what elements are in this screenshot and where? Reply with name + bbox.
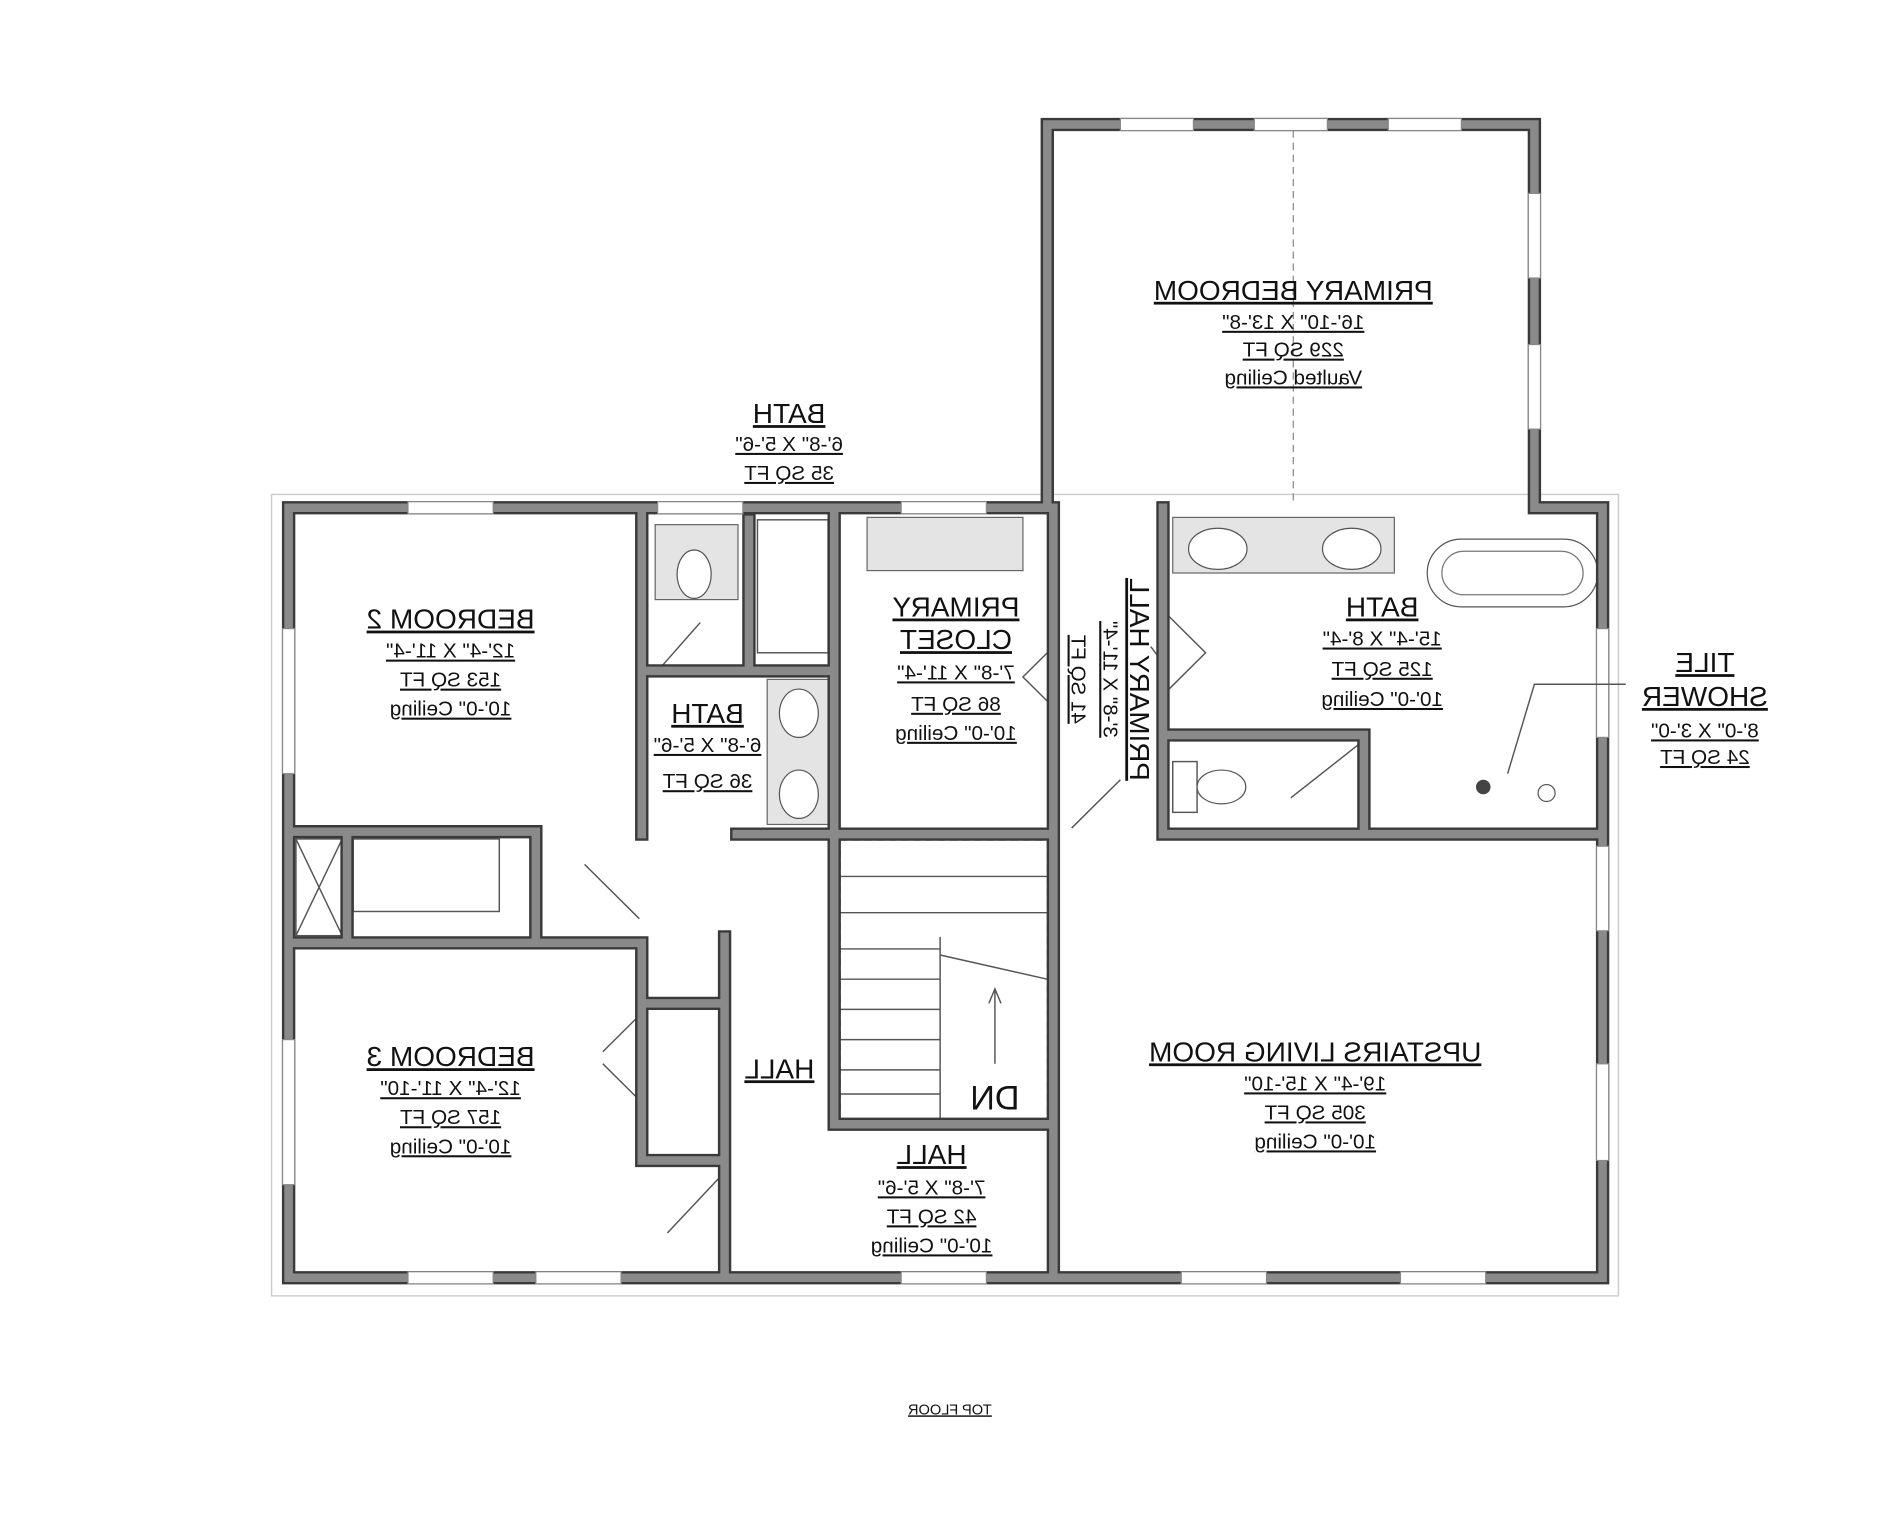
room-name: BEDROOM 2 (367, 604, 535, 635)
room-area: 157 SQ FT (400, 1106, 502, 1129)
room-dims: 6'-8" X 5'-6" (654, 734, 762, 757)
stair-direction: DN (970, 1080, 1019, 1118)
room-name: TILE (1675, 647, 1734, 678)
room-hall-side: HALL (744, 1053, 814, 1084)
room-ceiling: 10'-0" Ceiling (871, 1234, 993, 1257)
room-dims: 19'-4" X 15'-10" (1244, 1072, 1386, 1095)
room-ceiling: 10'-0" Ceiling (895, 722, 1017, 745)
room-area: 24 SQ FT (1660, 746, 1750, 769)
room-ceiling: 10'-0" Ceiling (390, 1135, 512, 1158)
room-bath-mid: BATH 6'-8" X 5'-6" 36 SQ FT (654, 698, 762, 793)
leader-line (1506, 683, 1626, 774)
room-name: HALL (744, 1053, 814, 1084)
room-tile-shower: TILE SHOWER 8'-0" X 3'-0" 24 SQ FT (1506, 647, 1768, 774)
room-area: 229 SQ FT (1242, 339, 1344, 362)
room-dims: 12'-4" X 11'-4" (386, 640, 515, 663)
room-name: PRIMARY BEDROOM (1154, 275, 1433, 306)
drain-icon (1475, 779, 1491, 795)
room-area: 305 SQ FT (1264, 1101, 1366, 1124)
room-name: PRIMARY (892, 592, 1019, 623)
room-dims: 6'-8" X 5'-6" (735, 433, 843, 456)
toilet-icon (1171, 760, 1198, 814)
walls (281, 117, 1610, 1285)
room-bedroom-2: BEDROOM 2 12'-4" X 11'-4" 153 SQ FT 10'-… (367, 604, 535, 721)
room-bedroom-3: BEDROOM 3 12'-4" X 11'-10" 157 SQ FT 10'… (367, 1041, 535, 1158)
drawing-title: TOP FLOOR (908, 1402, 992, 1418)
room-area: 35 SQ FT (744, 462, 834, 485)
room-name: UPSTAIRS LIVING ROOM (1149, 1036, 1481, 1067)
windows (281, 117, 1610, 1285)
room-dims: 12'-4" X 11'-10" (380, 1077, 521, 1100)
room-name: BEDROOM 3 (367, 1041, 535, 1072)
room-primary-bedroom: PRIMARY BEDROOM 16'-10" X 13'-8" 229 SQ … (1154, 275, 1433, 390)
room-dims: 3'-8" X 11'-4" (1098, 621, 1121, 738)
room-area: 86 SQ FT (911, 693, 1001, 716)
room-name: SHOWER (1642, 681, 1768, 712)
room-name: PRIMARY HALL (1124, 578, 1155, 781)
room-ceiling: Vaulted Ceiling (1224, 366, 1362, 389)
arrow-up-icon (988, 986, 1002, 1064)
room-name: CLOSET (900, 624, 1012, 655)
tub-icon (756, 519, 829, 654)
room-name: BATH (753, 398, 826, 429)
room-bath-top: BATH 6'-8" X 5'-6" 35 SQ FT (735, 398, 843, 485)
room-ceiling: 10'-0" Ceiling (1321, 688, 1443, 711)
room-ceiling: 10'-0" Ceiling (390, 698, 512, 721)
room-area: 125 SQ FT (1331, 658, 1433, 681)
room-area: 42 SQ FT (886, 1205, 976, 1228)
room-dims: 16'-10" X 13'-8" (1222, 311, 1364, 334)
site-outline (270, 493, 1620, 1297)
room-area: 41 SQ FT (1067, 634, 1090, 723)
closet-shelf (866, 516, 1024, 572)
room-dims: 7'-8" X 5'-6" (878, 1176, 986, 1199)
stair-label: DN (970, 1080, 1019, 1118)
fixtures (295, 516, 1599, 937)
room-upstairs-living: UPSTAIRS LIVING ROOM 19'-4" X 15'-10" 30… (1149, 1036, 1481, 1153)
room-hall-bottom: HALL 7'-8" X 5'-6" 42 SQ FT 10'-0" Ceili… (871, 1139, 993, 1257)
room-primary-closet: PRIMARY CLOSET 7'-8" X 11'-4" 86 SQ FT 1… (892, 592, 1019, 745)
room-area: 153 SQ FT (400, 669, 502, 692)
room-ceiling: 10'-0" Ceiling (1254, 1130, 1376, 1153)
room-primary-bath: BATH 15'-4" X 8'-4" 125 SQ FT 10'-0" Cei… (1321, 592, 1443, 711)
room-area: 36 SQ FT (662, 770, 752, 793)
room-dims: 15'-4" X 8'-4" (1323, 628, 1442, 651)
shower-head-icon (1537, 783, 1556, 803)
room-name: BATH (671, 698, 744, 729)
room-dims: 7'-8" X 11'-4" (897, 661, 1015, 684)
room-dims: 8'-0" X 3'-0" (1651, 719, 1759, 742)
room-name: BATH (1346, 592, 1419, 623)
freestanding-tub-icon (1426, 538, 1599, 608)
room-primary-hall: PRIMARY HALL 3'-8" X 11'-4" 41 SQ FT (1067, 578, 1156, 781)
stairs (839, 839, 1048, 1122)
room-name: HALL (897, 1139, 967, 1170)
